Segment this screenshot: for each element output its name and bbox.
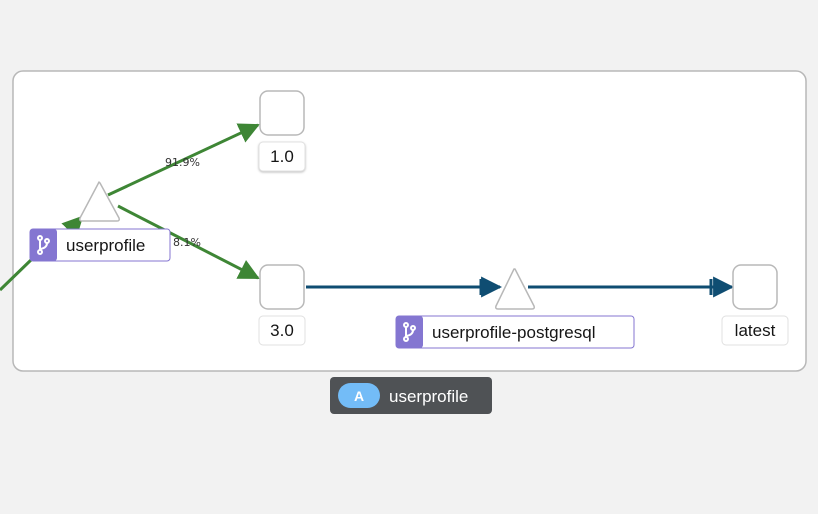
git-branch-icon [37,235,50,255]
app-group-label[interactable]: A userprofile [330,377,492,414]
edge-label-v1: 91.9% [165,156,200,169]
edge-incoming[interactable] [0,257,34,292]
service-label-userprofile[interactable]: userprofile [29,228,171,262]
svg-text:1.0: 1.0 [270,147,294,166]
edge-to-v1[interactable] [107,123,260,197]
app-badge-letter: A [354,388,364,404]
version-label-latest: latest [721,315,789,346]
service-node-userprofile[interactable] [79,181,120,222]
version-node-latest[interactable] [732,264,778,310]
svg-text:userprofile: userprofile [66,236,145,255]
service-label-postgresql[interactable]: userprofile-postgresql [395,315,635,349]
edge-label-v3: 8.1% [173,236,201,249]
version-label-3: 3.0 [258,315,306,346]
version-node-3[interactable] [259,264,305,310]
version-node-1[interactable] [259,90,305,136]
app-group-name: userprofile [389,387,468,406]
svg-text:userprofile-postgresql: userprofile-postgresql [432,323,595,342]
app-badge [338,383,380,408]
service-node-postgresql[interactable] [495,268,535,310]
svg-text:3.0: 3.0 [270,321,294,340]
git-branch-icon [403,322,416,342]
edge-to-v3[interactable] [117,204,260,280]
svg-text:latest: latest [735,321,776,340]
version-label-1: 1.0 [258,141,306,172]
